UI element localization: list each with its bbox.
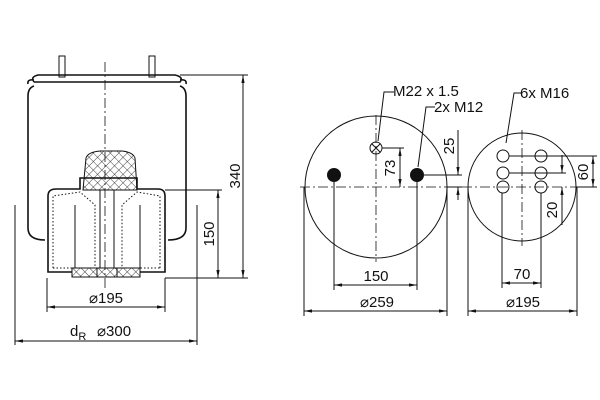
dimension-piston-diameter: ⌀195 xyxy=(46,278,166,312)
dimension-max-diameter-symbol: dR xyxy=(70,323,86,343)
dimension-150: 150 xyxy=(165,189,222,278)
dimension-plate-diameter: ⌀259 xyxy=(303,187,448,316)
dimension-base-diameter: ⌀195 xyxy=(467,187,578,316)
bump-stop xyxy=(82,150,138,191)
dimension-max-diameter-label: ⌀300 xyxy=(97,323,131,340)
dimension-bolt-spacing: 150 xyxy=(333,182,418,290)
dimension-piston-diameter-label: ⌀195 xyxy=(89,290,123,307)
bellows xyxy=(27,85,187,241)
dimension-25: 25 xyxy=(424,130,462,200)
bolt-hole xyxy=(327,168,341,182)
dimension-70-label: 70 xyxy=(514,266,531,283)
dimension-195-label: ⌀195 xyxy=(506,294,540,311)
piston-base-view: 6x M16 60 20 70 ⌀195 xyxy=(462,85,597,316)
valve-thread-label: M22 x 1.5 xyxy=(393,83,459,100)
dimension-max-diameter: dR ⌀300 xyxy=(14,205,198,345)
dimension-60: 60 xyxy=(509,155,597,188)
top-plate-view: M22 x 1.5 2x M12 73 25 150 ⌀259 xyxy=(300,83,483,316)
dimension-70: 70 xyxy=(501,193,542,288)
dimension-150-label: 150 xyxy=(201,221,218,246)
dimension-20-label: 20 xyxy=(544,202,561,219)
m16-thread-label: 6x M16 xyxy=(520,85,569,102)
side-view: 340 150 ⌀195 dR ⌀300 xyxy=(14,55,248,345)
dimension-60-label: 60 xyxy=(575,164,592,181)
piston xyxy=(47,177,166,273)
dimension-340: 340 xyxy=(165,74,248,279)
base-plate xyxy=(71,267,141,278)
dimension-259-label: ⌀259 xyxy=(360,294,394,311)
dimension-73: 73 xyxy=(382,147,404,187)
dimension-25-label: 25 xyxy=(441,138,458,155)
bolt-hole xyxy=(410,168,424,182)
dimension-20: 20 xyxy=(509,155,566,225)
bolt-thread-label: 2x M12 xyxy=(434,99,483,116)
dimension-150-label: 150 xyxy=(363,268,388,285)
mounting-studs xyxy=(58,55,156,78)
top-plate xyxy=(27,74,187,85)
dimension-73-label: 73 xyxy=(382,160,399,177)
dimension-340-label: 340 xyxy=(227,163,244,188)
